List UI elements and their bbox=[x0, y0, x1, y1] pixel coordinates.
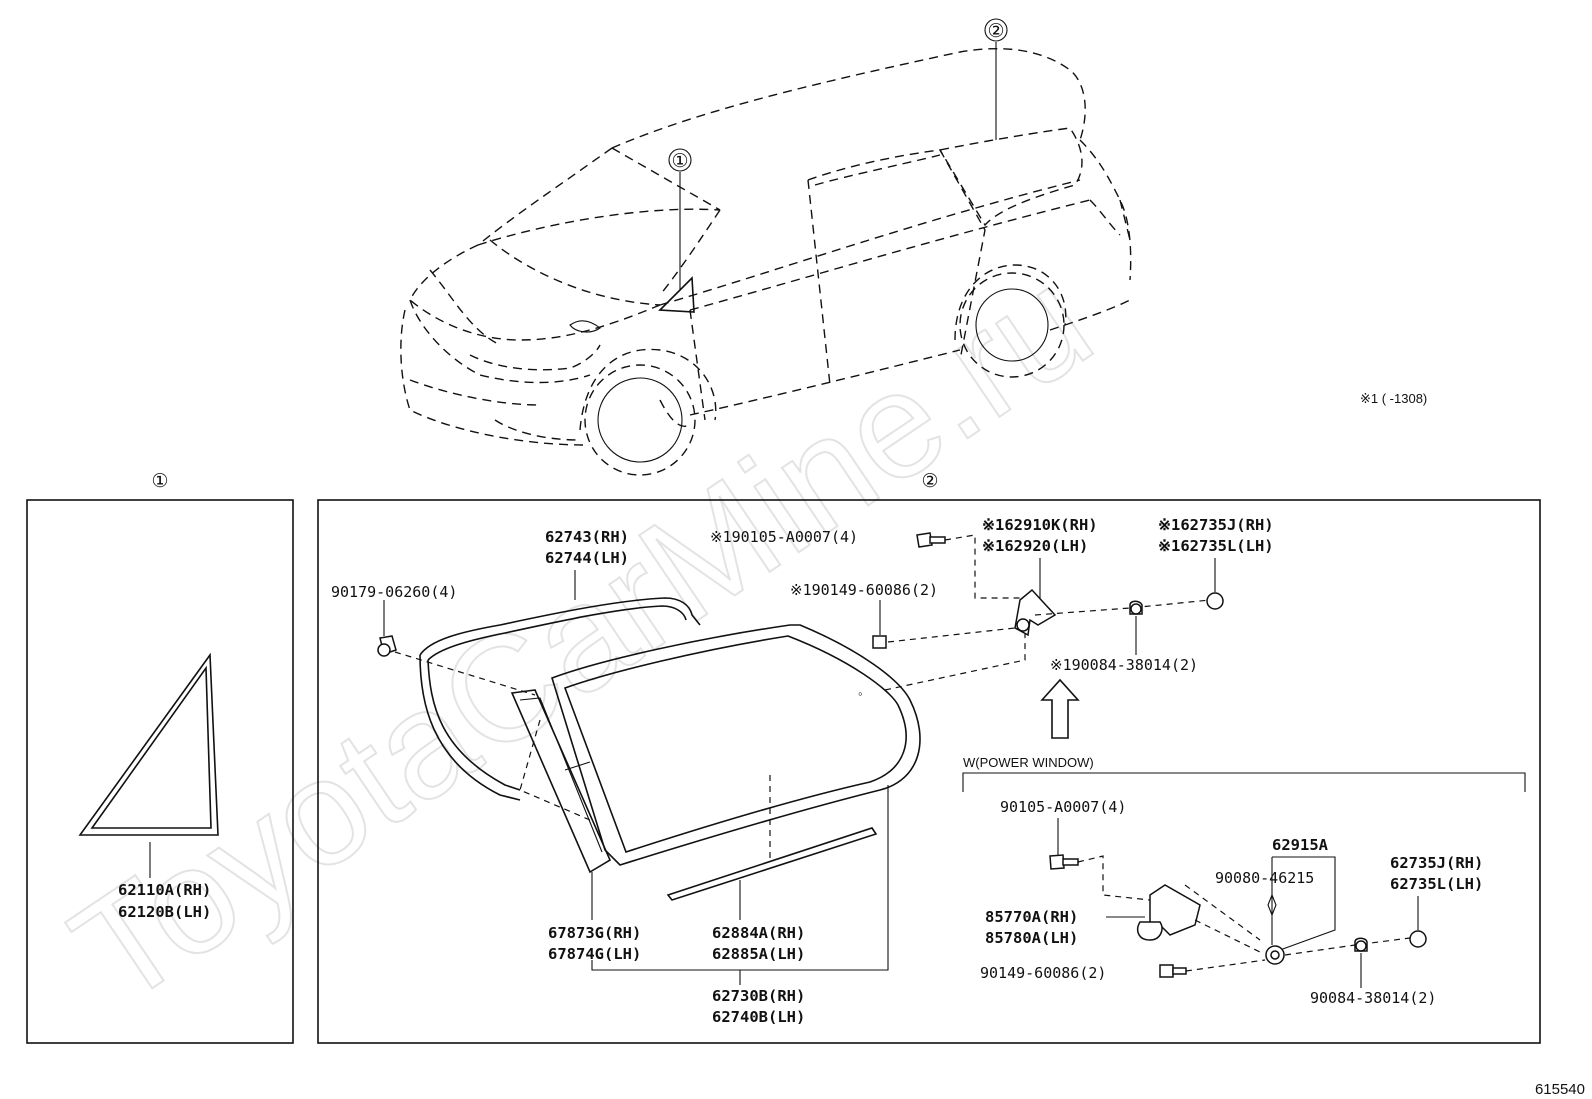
label-62885a: 62885A(LH) bbox=[712, 945, 805, 963]
illustration-number: 615540 bbox=[1535, 1081, 1585, 1098]
label-62730b: 62730B(RH) bbox=[712, 987, 805, 1005]
label-85780a: 85780A(LH) bbox=[985, 929, 1078, 947]
svg-text:◦: ◦ bbox=[858, 686, 863, 701]
applicability-note: ※1 ( -1308) bbox=[1360, 391, 1427, 406]
label-s190105: ※190105-A0007(4) bbox=[710, 528, 858, 546]
car-callout-1: ① bbox=[668, 148, 692, 290]
label-62120b: 62120B(LH) bbox=[118, 903, 211, 921]
label-85770a: 85770A(RH) bbox=[985, 908, 1078, 926]
label-90084-38014: 90084-38014(2) bbox=[1310, 989, 1436, 1007]
label-62740b: 62740B(LH) bbox=[712, 1008, 805, 1026]
power-window-title: W(POWER WINDOW) bbox=[963, 755, 1094, 770]
label-s162910k: ※162910K(RH) bbox=[982, 516, 1098, 534]
label-67873g: 67873G(RH) bbox=[548, 924, 641, 942]
car-callout-2: ② bbox=[984, 18, 1008, 140]
label-90179-06260: 90179-06260(4) bbox=[331, 583, 457, 601]
label-62735l: 62735L(LH) bbox=[1390, 875, 1483, 893]
label-s190084: ※190084-38014(2) bbox=[1050, 656, 1198, 674]
box-1-front-quarter-glass: ① 62110A(RH) 62120B(LH) bbox=[26, 470, 294, 1044]
box-1-title: ① bbox=[151, 470, 168, 492]
label-s162735j: ※162735J(RH) bbox=[1158, 516, 1274, 534]
label-62915a: 62915A bbox=[1272, 836, 1329, 854]
label-67874g: 67874G(LH) bbox=[548, 945, 641, 963]
svg-text:①: ① bbox=[671, 150, 688, 172]
label-s162920: ※162920(LH) bbox=[982, 537, 1088, 555]
box-2-title: ② bbox=[921, 470, 938, 492]
label-90105-a0007: 90105-A0007(4) bbox=[1000, 798, 1126, 816]
label-s162735l: ※162735L(LH) bbox=[1158, 537, 1274, 555]
label-90149-60086: 90149-60086(2) bbox=[980, 964, 1106, 982]
box-2-rear-side-window: ② ◦ 90179-06260(4) 62743(RH) 62744(LH) bbox=[317, 470, 1541, 1044]
label-62743: 62743(RH) bbox=[545, 528, 629, 546]
label-62110a: 62110A(RH) bbox=[118, 881, 211, 899]
label-s190149: ※190149-60086(2) bbox=[790, 581, 938, 599]
svg-text:②: ② bbox=[987, 20, 1004, 42]
label-62735j: 62735J(RH) bbox=[1390, 854, 1483, 872]
label-62744: 62744(LH) bbox=[545, 549, 629, 567]
minivan-outline bbox=[400, 47, 1132, 476]
power-window-group: W(POWER WINDOW) 90105-A0007(4) 62915A 90… bbox=[962, 755, 1526, 1007]
label-90080-46215: 90080-46215 bbox=[1215, 869, 1314, 887]
label-62884a: 62884A(RH) bbox=[712, 924, 805, 942]
